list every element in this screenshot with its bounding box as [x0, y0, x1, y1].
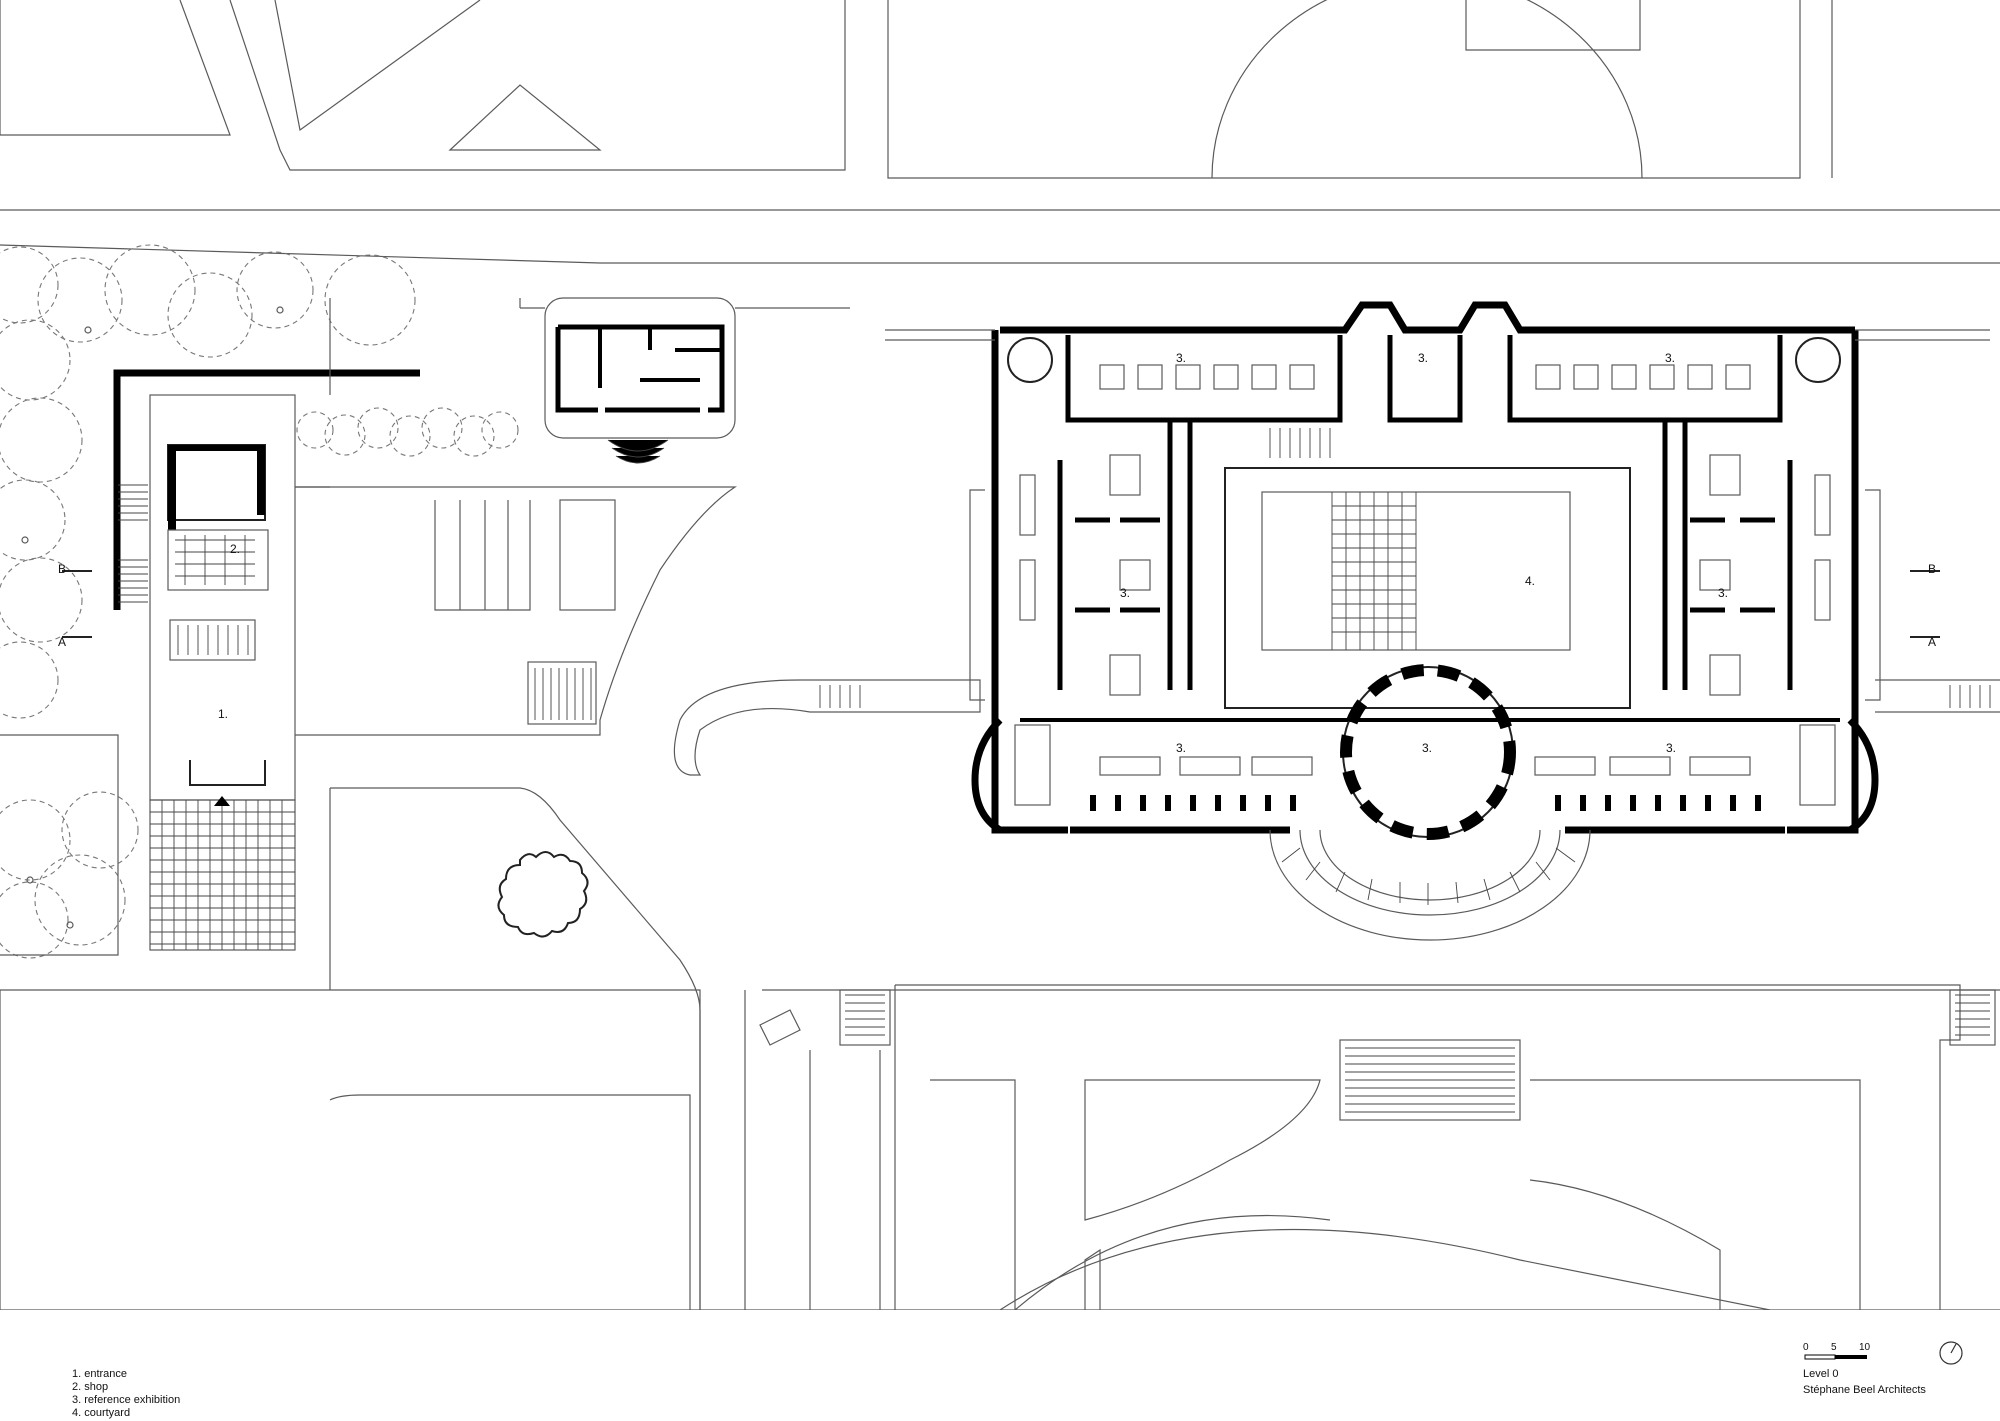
- lower-city-blocks: [0, 984, 2000, 1310]
- drawing-level: Level 0: [1803, 1368, 1839, 1380]
- label-entrance: 1.: [218, 707, 228, 721]
- villa-building: [519, 297, 850, 464]
- scale-tick-5: 5: [1831, 1342, 1837, 1353]
- label-exhibition-south-east: 3.: [1666, 741, 1676, 755]
- hedge-row: [296, 407, 519, 457]
- label-exhibition-south-west: 3.: [1176, 741, 1186, 755]
- roads-left: [0, 298, 738, 1310]
- scale-tick-10: 10: [1859, 1342, 1871, 1353]
- entrance-paving-grid: [150, 800, 295, 950]
- museum-building: [673, 301, 2000, 941]
- shop-display-tables: [175, 535, 255, 585]
- label-exhibition-east: 3.: [1718, 586, 1728, 600]
- label-exhibition-north-center: 3.: [1418, 351, 1428, 365]
- section-mark-a-right: A: [1928, 635, 1936, 649]
- tree-canopies: [0, 244, 416, 959]
- architect-credit: Stéphane Beel Architects: [1803, 1384, 1926, 1396]
- courtyard-grid: [1331, 492, 1417, 650]
- section-mark-a-left: A: [58, 635, 66, 649]
- scale-tick-0: 0: [1803, 1342, 1809, 1353]
- north-arrow-icon: [1939, 1341, 1963, 1365]
- label-exhibition-west: 3.: [1120, 586, 1130, 600]
- label-courtyard: 4.: [1525, 574, 1535, 588]
- label-exhibition-north-left: 3.: [1176, 351, 1186, 365]
- north-wing-showcases: [1099, 364, 1751, 390]
- right-section-marks: [1910, 570, 1940, 638]
- roundabout-tree: [497, 851, 589, 938]
- scale-bar: 0 5 10: [1803, 1342, 1871, 1360]
- legend-item-courtyard: 4. courtyard: [72, 1407, 131, 1419]
- entrance-pavilion: [113, 369, 420, 951]
- legend-item-entrance: 1. entrance: [72, 1368, 128, 1380]
- parking-bays: [434, 499, 616, 725]
- label-exhibition-north-right: 3.: [1665, 351, 1675, 365]
- south-gallery-showcases: [1014, 724, 1836, 806]
- upper-street-blocks: [0, 0, 2000, 264]
- entrance-arrow-icon: [214, 796, 230, 806]
- legend-item-shop: 2. shop: [72, 1381, 109, 1393]
- label-shop: 2.: [230, 542, 240, 556]
- scale-bar-graphic: [1805, 1355, 1867, 1359]
- rotunda-front-steps: [1269, 829, 1591, 941]
- legend-item-reference-exhibition: 3. reference exhibition: [72, 1394, 181, 1406]
- left-section-marks: [62, 570, 92, 638]
- site-plan-drawing: 1. 2. 3. 3. 3. 3. 3. 3. 3. 3. 4. B A B A: [0, 0, 2000, 1310]
- label-exhibition-rotunda: 3.: [1422, 741, 1432, 755]
- south-gallery-piers: [1090, 795, 1761, 811]
- legend: 1. entrance 2. shop 3. reference exhibit…: [72, 1368, 180, 1420]
- section-mark-b-right: B: [1928, 562, 1936, 576]
- side-wing-showcases: [1019, 454, 1831, 696]
- section-mark-b-left: B: [58, 562, 66, 576]
